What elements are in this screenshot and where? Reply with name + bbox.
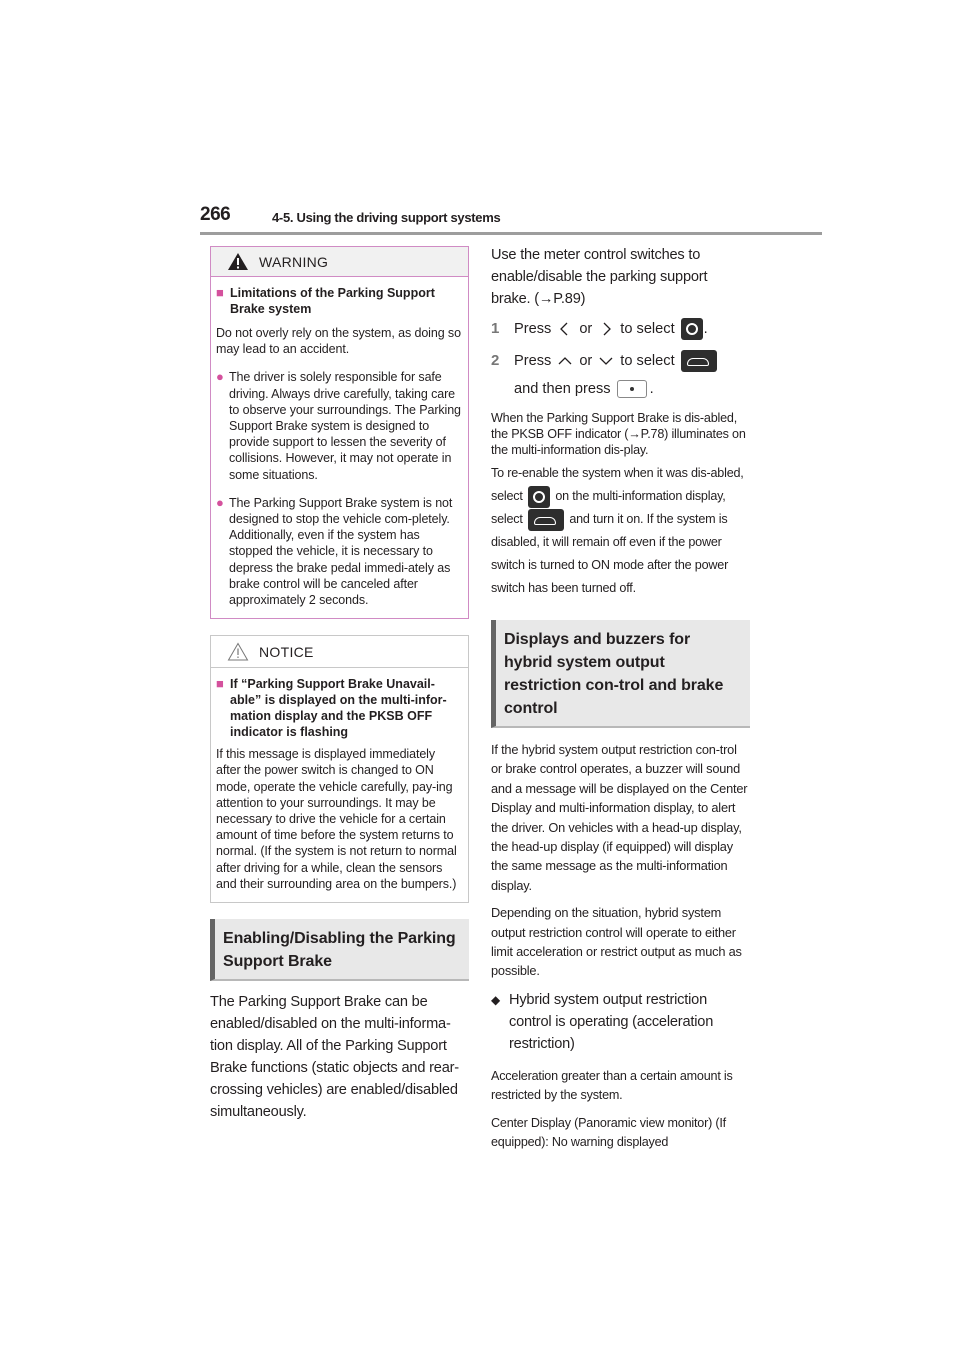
ok-button-icon <box>616 380 647 398</box>
step-end: . <box>649 381 654 397</box>
warning-triangle-icon <box>228 253 248 270</box>
notice-heading-text: If “Parking Support Brake Unavail-able” … <box>230 677 447 740</box>
step-2-continued: and then press . <box>514 378 750 400</box>
step-2: 2 Press or to select <box>491 350 750 372</box>
section-title: 4-5. Using the driving support systems <box>272 210 501 225</box>
warning-bullet-text: The driver is solely responsible for saf… <box>229 370 461 482</box>
warning-bullet: ● The driver is solely responsible for s… <box>216 369 462 482</box>
reenable-note: To re-enable the system when it was dis-… <box>491 462 750 600</box>
car-sensor-icon <box>680 350 717 372</box>
square-bullet-icon: ■ <box>216 285 224 300</box>
restriction-item-text: Hybrid system output restriction control… <box>509 991 714 1052</box>
warning-bullet: ● The Parking Support Brake system is no… <box>216 495 462 608</box>
chevron-right-icon <box>603 322 612 336</box>
step-word: Press <box>514 321 552 337</box>
step-1: 1 Press or to select . <box>491 318 750 340</box>
notice-label: NOTICE <box>259 643 314 660</box>
reenable-text-c: and turn it on. If the system is disable… <box>491 512 729 595</box>
header-rule <box>200 232 822 235</box>
warning-label: WARNING <box>259 253 329 270</box>
warning-heading-text: Limitations of the Parking Support Brake… <box>230 286 435 316</box>
step-word: or <box>579 353 593 369</box>
notice-body: ■ If “Parking Support Brake Unavail-able… <box>211 668 468 902</box>
restriction-item: ◆ Hybrid system output restriction contr… <box>491 989 750 1055</box>
notice-text: If this message is displayed immediately… <box>216 747 457 891</box>
warning-bullet-text: The Parking Support Brake system is not … <box>229 495 453 608</box>
notice-header: NOTICE <box>211 636 468 669</box>
circle-bullet-icon: ● <box>216 494 224 510</box>
enable-disable-text: The Parking Support Brake can be enabled… <box>210 994 459 1121</box>
displays-para-3: Acceleration greater than a certain amou… <box>491 1068 733 1103</box>
gear-icon <box>528 485 551 508</box>
notice-box: NOTICE ■ If “Parking Support Brake Unava… <box>210 635 469 904</box>
enable-disable-heading: Enabling/Disabling the Parking Support B… <box>210 919 469 982</box>
warning-intro: Do not overly rely on the system, as doi… <box>216 326 461 357</box>
page-header: 266 4-5. Using the driving support syste… <box>200 204 822 236</box>
notice-heading: ■ If “Parking Support Brake Unavail-able… <box>216 676 462 740</box>
step-end: . <box>703 321 708 337</box>
chevron-left-icon <box>560 322 568 336</box>
displays-para-2: Depending on the situation, hybrid syste… <box>491 905 742 979</box>
steps-intro: Use the meter control switches to enable… <box>491 247 708 307</box>
car-sensor-icon <box>528 508 565 531</box>
step-word: and then press <box>514 381 611 397</box>
right-column: Use the meter control switches to enable… <box>491 244 750 1153</box>
warning-header: WARNING <box>211 247 468 277</box>
step-word: Press <box>514 353 552 369</box>
chevron-up-icon <box>558 357 572 365</box>
step-1-text: Press or to select . <box>514 318 708 340</box>
step-2-text: Press or to select <box>514 350 717 372</box>
left-column: WARNING ■ Limitations of the Parking Sup… <box>210 246 469 1123</box>
notice-triangle-icon <box>227 642 249 661</box>
displays-para-1: If the hybrid system output restriction … <box>491 742 748 893</box>
circle-bullet-icon: ● <box>216 369 224 385</box>
displays-buzzers-heading: Displays and buzzers for hybrid system o… <box>491 620 750 728</box>
step-number: 2 <box>491 352 500 369</box>
step-word: to select <box>620 321 675 337</box>
step-word: or <box>579 321 593 337</box>
reenable-text-b: on the multi-information display, select <box>491 489 726 526</box>
warning-box: WARNING ■ Limitations of the Parking Sup… <box>210 246 469 620</box>
step-number: 1 <box>491 320 500 337</box>
chevron-down-icon <box>599 357 613 365</box>
square-bullet-icon: ■ <box>216 676 224 692</box>
gear-icon <box>680 318 703 340</box>
diamond-bullet-icon: ◆ <box>491 992 501 1007</box>
displays-para-4: Center Display (Panoramic view monitor) … <box>491 1115 726 1150</box>
step-word: to select <box>620 353 675 369</box>
warning-heading: ■ Limitations of the Parking Support Bra… <box>216 285 462 317</box>
page-number: 266 <box>200 204 231 225</box>
disabled-note: When the Parking Support Brake is dis-ab… <box>491 411 746 457</box>
warning-body: ■ Limitations of the Parking Support Bra… <box>211 277 468 618</box>
reenable-text-a: To re-enable the system when it was dis-… <box>491 466 744 503</box>
